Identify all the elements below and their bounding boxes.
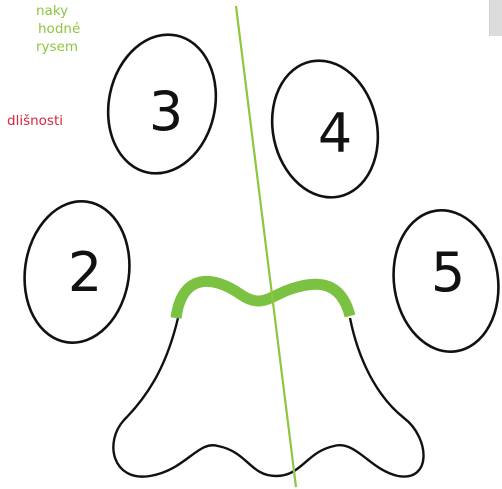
toe-number-4: 4 [318, 102, 352, 165]
main-pad-outline [113, 318, 423, 477]
main-pad-top-highlight [176, 281, 350, 318]
toe-number-2: 2 [68, 241, 102, 304]
toe-number-5: 5 [431, 241, 465, 304]
symmetry-axis-line [236, 6, 296, 487]
toe-number-3: 3 [149, 80, 183, 143]
